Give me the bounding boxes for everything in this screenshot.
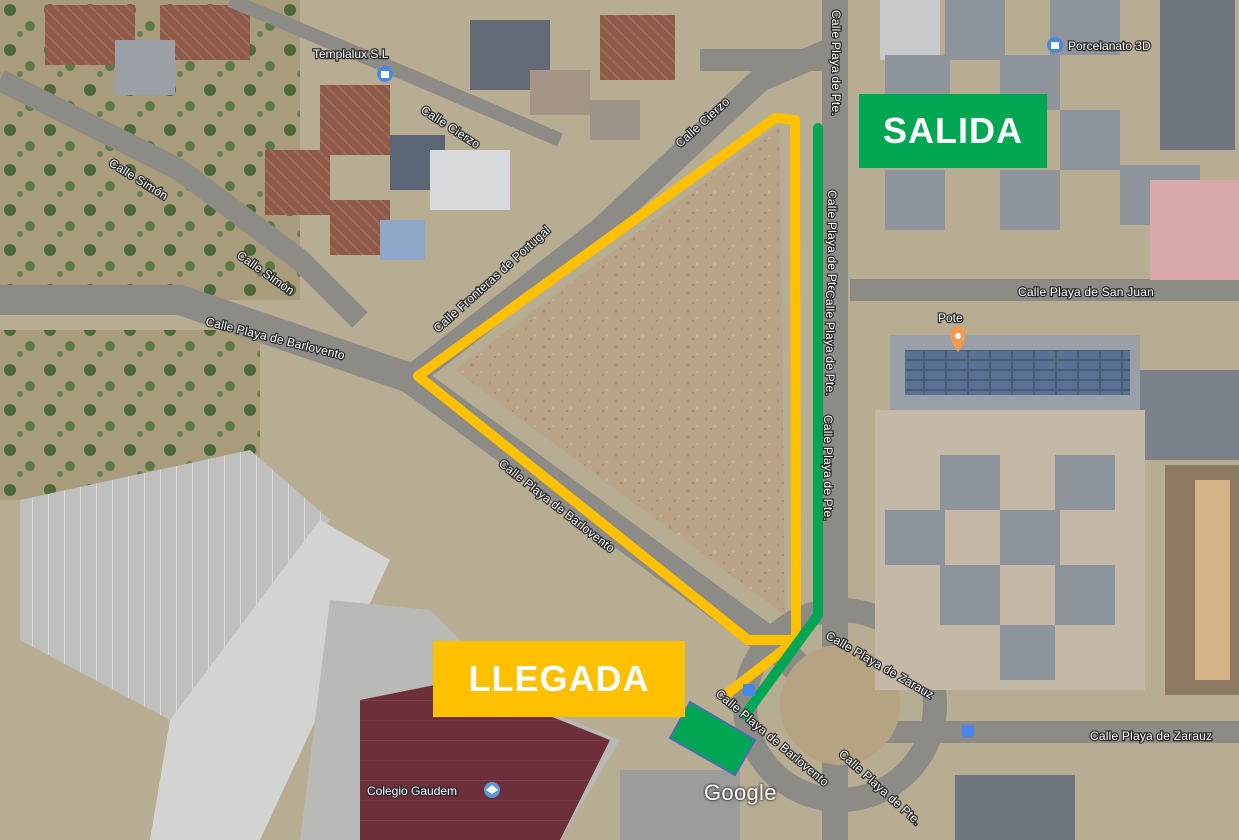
restaurant-icon-glyph (955, 333, 961, 339)
bus-stop-icon (743, 684, 755, 696)
roundabout (733, 598, 947, 812)
street-label: Calle Playa de San Juan (1018, 285, 1154, 299)
empty-lot (455, 125, 785, 615)
shopping-bag-icon-glyph (1051, 42, 1059, 49)
street-label: Calle Playa de Pte. (829, 10, 843, 116)
poi-porcelanato[interactable]: Porcelanato 3D (1047, 37, 1152, 54)
route-llegada (413, 113, 801, 698)
school-complex (20, 450, 740, 840)
poi-label: Templalux S.L (313, 47, 389, 61)
bus-stop-icon (962, 725, 974, 737)
street-label: Calle Playa de Pte. (821, 415, 835, 521)
school-icon-glyph (486, 785, 498, 794)
start-finish-marker (668, 700, 757, 777)
salida-banner: SALIDA (859, 94, 1047, 168)
poi-label: Colegio Gaudem (367, 784, 457, 798)
google-logo: Google (704, 780, 777, 805)
poi-label: Pote (938, 311, 963, 325)
street-label: Calle Playa de Pte. (823, 290, 837, 396)
poi-templalux[interactable]: Templalux S.L (312, 46, 393, 82)
poi-colegio-gaudem[interactable]: Colegio Gaudem (366, 782, 500, 799)
street-label: Calle Playa de Zarauz (1090, 729, 1212, 743)
residential-houses (45, 5, 675, 260)
llegada-banner: LLEGADA (433, 641, 685, 717)
route-salida (740, 123, 823, 720)
roundabout-center (780, 645, 900, 765)
poi-pote[interactable]: Pote (937, 310, 966, 352)
shopping-bag-icon-glyph (381, 71, 389, 78)
poi-label: Porcelanato 3D (1068, 39, 1151, 53)
street-label: Calle Playa de Pte. (825, 190, 839, 296)
apartment-blocks (875, 0, 1239, 840)
